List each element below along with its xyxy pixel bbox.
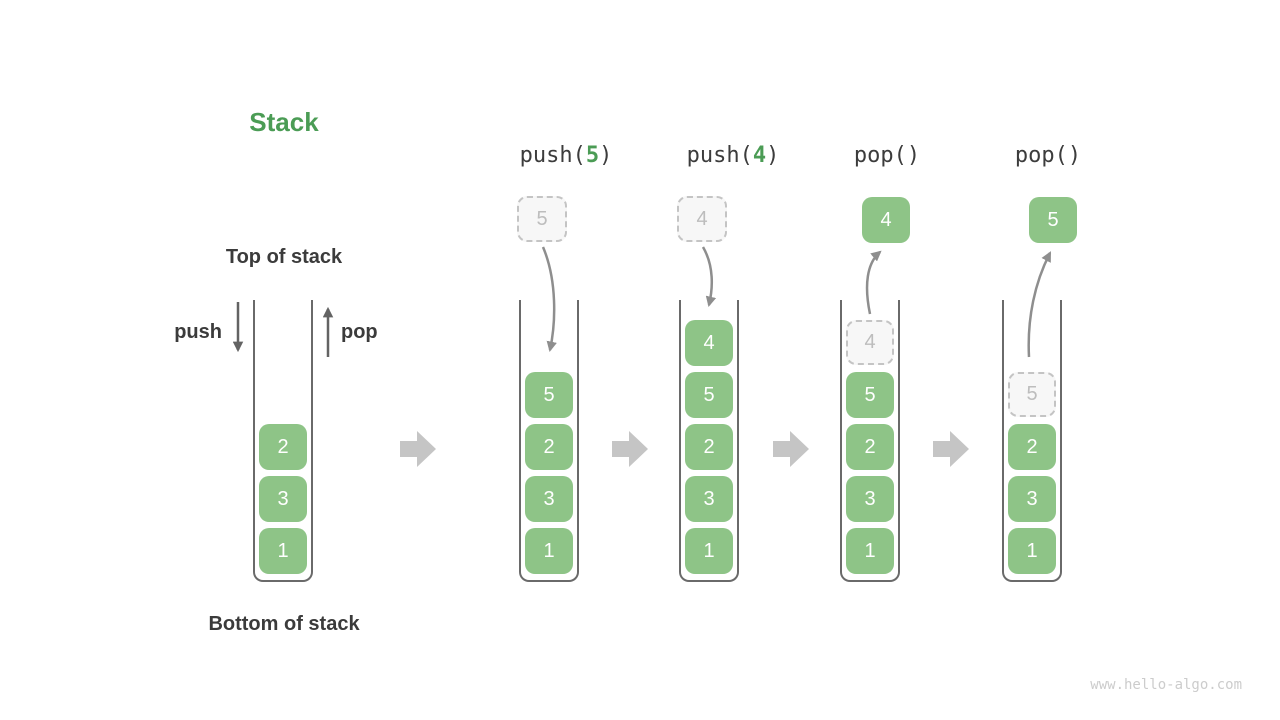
stack-cell: 1: [259, 528, 307, 574]
stack-cell: 1: [1008, 528, 1056, 574]
bottom-of-stack-label: Bottom of stack: [208, 613, 360, 635]
operation-label-push-4: push(4): [633, 143, 833, 168]
stack-cell: 2: [525, 424, 573, 470]
stack-cell: 4: [685, 320, 733, 366]
op-suffix: ): [599, 143, 613, 168]
op-suffix: ): [906, 143, 921, 168]
watermark: www.hello-algo.com: [1090, 677, 1242, 693]
stack-cell: 3: [846, 476, 894, 522]
stack-cell: 3: [259, 476, 307, 522]
step-arrow-icon: [933, 431, 969, 467]
stack-cell: 1: [525, 528, 573, 574]
ghost-slot: 5: [1008, 372, 1056, 417]
incoming-value-box: 5: [517, 196, 567, 242]
op-argument: 5: [585, 143, 600, 168]
stack-cell: 1: [685, 528, 733, 574]
pop-label: pop: [341, 321, 378, 343]
stack-cell: 3: [1008, 476, 1056, 522]
op-prefix: pop(: [1014, 143, 1068, 168]
diagram-title: Stack: [249, 107, 319, 137]
op-prefix: pop(: [853, 143, 907, 168]
op-argument: 4: [752, 143, 767, 168]
stack-cell: 5: [525, 372, 573, 418]
popped-value-box: 4: [862, 197, 910, 243]
top-of-stack-label: Top of stack: [225, 246, 343, 268]
stack-cell: 2: [259, 424, 307, 470]
operation-label-push-5: push(5): [466, 143, 666, 168]
stack-cell: 5: [846, 372, 894, 418]
ghost-slot: 4: [846, 320, 894, 365]
incoming-value-box: 4: [677, 196, 727, 242]
op-prefix: push(: [519, 143, 586, 168]
stack-cell: 5: [685, 372, 733, 418]
stack-cell: 2: [685, 424, 733, 470]
op-suffix: ): [766, 143, 780, 168]
stack-cell: 2: [1008, 424, 1056, 470]
step-arrow-icon: [400, 431, 436, 467]
op-prefix: push(: [686, 143, 753, 168]
push-label: push: [174, 321, 222, 343]
push-flow-arrow-icon: [701, 246, 717, 308]
operation-label-pop-2: pop(): [948, 143, 1148, 168]
step-arrow-icon: [773, 431, 809, 467]
step-arrow-icon: [612, 431, 648, 467]
op-suffix: ): [1067, 143, 1082, 168]
operation-label-pop-1: pop(): [787, 143, 987, 168]
stack-cell: 3: [685, 476, 733, 522]
stack-cell: 1: [846, 528, 894, 574]
stack-cell: 2: [846, 424, 894, 470]
stack-cell: 3: [525, 476, 573, 522]
popped-value-box: 5: [1029, 197, 1077, 243]
